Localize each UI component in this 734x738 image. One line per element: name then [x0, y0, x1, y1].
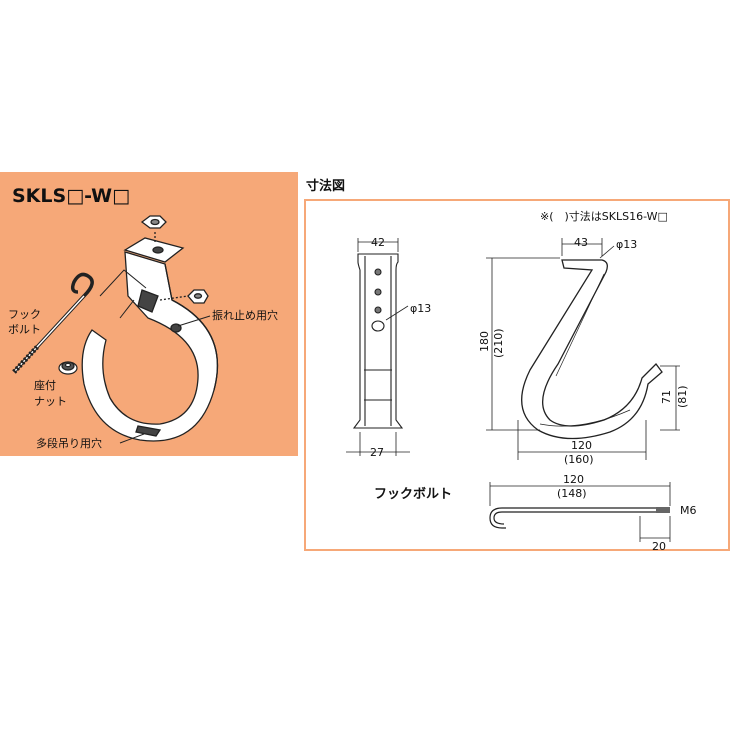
bolt-dim-thread: M6 — [680, 504, 697, 517]
washer-nut-drawing — [58, 361, 78, 375]
side-dim-width: 120 — [571, 439, 592, 452]
dimension-title: 寸法図 — [306, 178, 345, 194]
side-dim-height: 180 — [478, 331, 491, 352]
side-dim-opening-alt: (81) — [676, 385, 689, 408]
front-dim-hole: φ13 — [410, 302, 431, 315]
side-dim-top: 43 — [574, 236, 588, 249]
hook-bolt-drawing — [12, 272, 94, 374]
bolt-dim-length: 120 — [563, 473, 584, 486]
side-dim-width-alt: (160) — [564, 453, 594, 466]
product-title: SKLS□-W□ — [12, 185, 130, 207]
label-hook-bolt: フック — [8, 308, 41, 321]
product-illustration-panel: SKLS□-W□ — [0, 172, 298, 456]
label-anti-sway-hole: 振れ止め用穴 — [212, 308, 278, 322]
hook-bolt-dimension-drawing — [489, 482, 671, 542]
label-multi-stage-hole: 多段吊り用穴 — [36, 436, 102, 450]
side-dim-hole: φ13 — [616, 238, 637, 251]
size-note: ※( )寸法はSKLS16-W□ — [540, 209, 668, 223]
side-dim-opening: 71 — [660, 390, 673, 404]
panel-border — [304, 199, 730, 551]
bolt-dim-length-alt: (148) — [557, 487, 587, 500]
side-dim-height-alt: (210) — [492, 328, 505, 358]
front-dim-top: 42 — [371, 236, 385, 249]
bolt-dim-thread-length: 20 — [652, 540, 666, 553]
side-view-drawing — [486, 238, 680, 460]
label-washer-nut: 座付 — [34, 378, 56, 392]
hanger-bracket-drawing — [81, 215, 219, 442]
front-dim-bottom: 27 — [370, 446, 384, 459]
hook-bolt-label: フックボルト — [374, 486, 452, 502]
label-washer-nut-2: ナット — [34, 395, 67, 408]
dimension-drawing-panel: 寸法図 ※( )寸法はSKLS16-W□ 42 φ13 27 — [304, 178, 730, 553]
label-hook-bolt-2: ボルト — [8, 323, 41, 336]
front-view-drawing — [346, 238, 410, 456]
